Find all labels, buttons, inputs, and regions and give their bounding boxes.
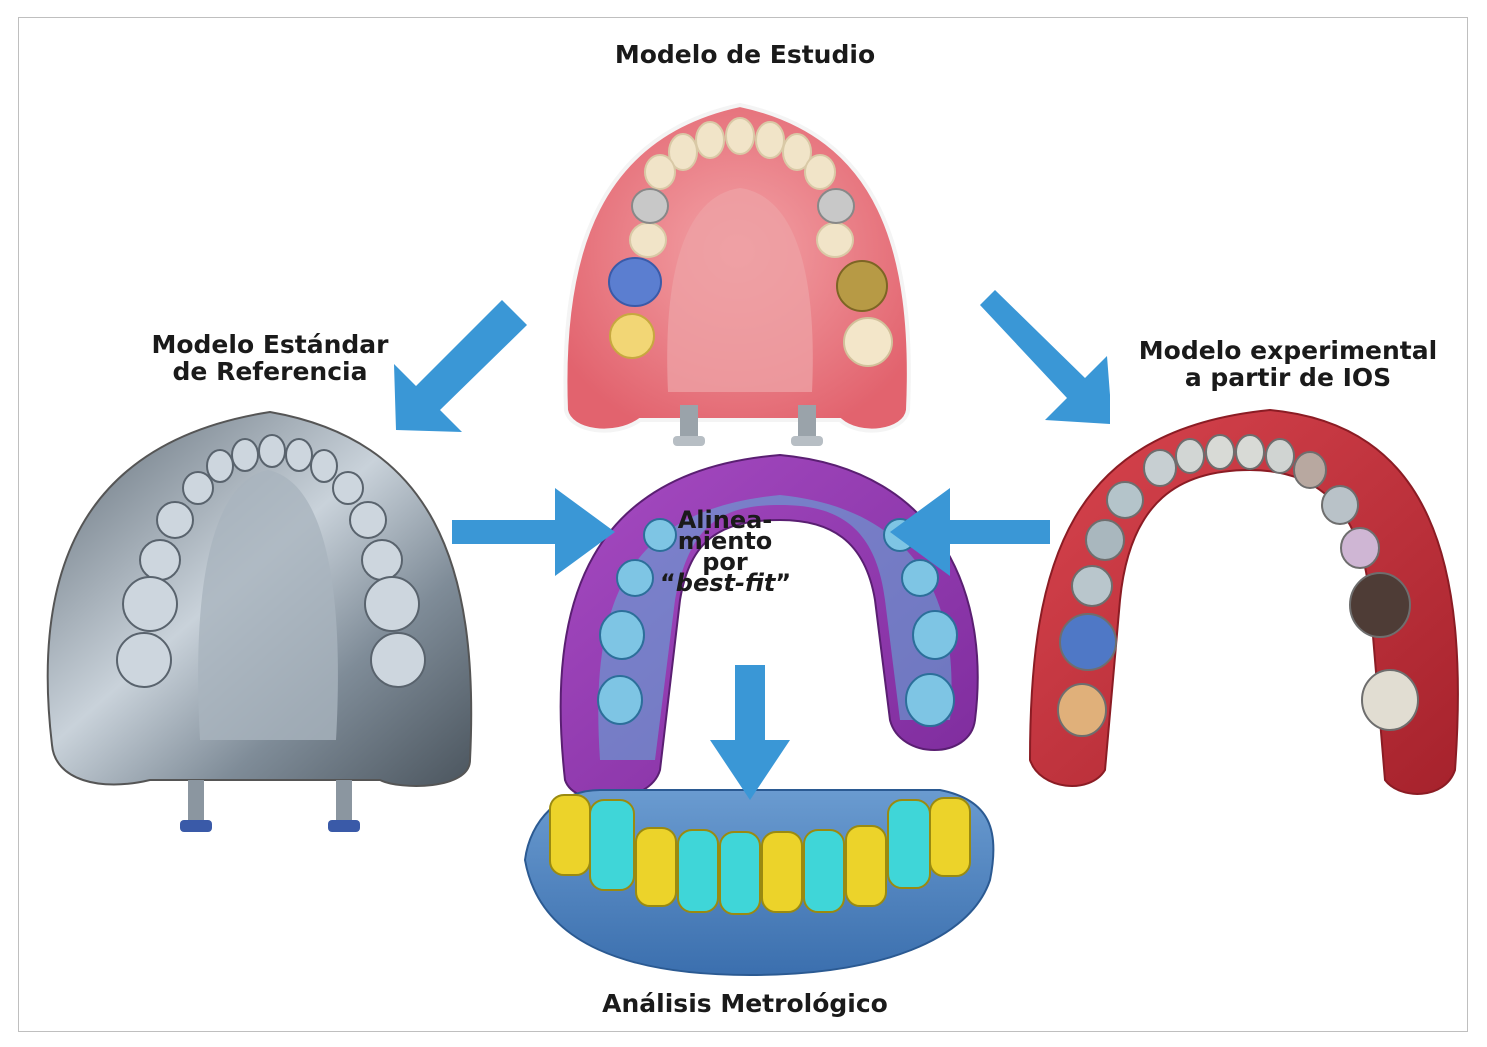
quote-open: “: [660, 569, 676, 597]
metrology-label-text: Análisis Metrológico: [560, 990, 930, 1017]
ios-model-image: [1030, 410, 1458, 794]
quote-close: ”: [775, 569, 791, 597]
ios-model-label-line2: a partir de IOS: [1128, 364, 1448, 391]
arrow-center-to-bottom: [710, 665, 790, 800]
arrow-top-to-left: [394, 300, 527, 432]
ios-model-label-line1: Modelo experimental: [1128, 337, 1448, 364]
alignment-label-line4: “best-fit”: [660, 573, 790, 594]
ios-model-label: Modelo experimental a partir de IOS: [1128, 337, 1448, 391]
arrow-top-to-right: [980, 290, 1110, 424]
best-fit-text: best-fit: [676, 569, 776, 597]
study-model-image: [565, 105, 908, 446]
standard-model-image: [48, 412, 472, 832]
alignment-label: Alinea- miento por “best-fit”: [660, 510, 790, 594]
study-model-label-text: Modelo de Estudio: [540, 41, 950, 68]
metrology-image: [525, 790, 993, 975]
standard-model-label: Modelo Estándar de Referencia: [140, 331, 400, 385]
study-model-label: Modelo de Estudio: [540, 41, 950, 68]
standard-model-label-line2: de Referencia: [140, 358, 400, 385]
metrology-label: Análisis Metrológico: [560, 990, 930, 1017]
standard-model-label-line1: Modelo Estándar: [140, 331, 400, 358]
